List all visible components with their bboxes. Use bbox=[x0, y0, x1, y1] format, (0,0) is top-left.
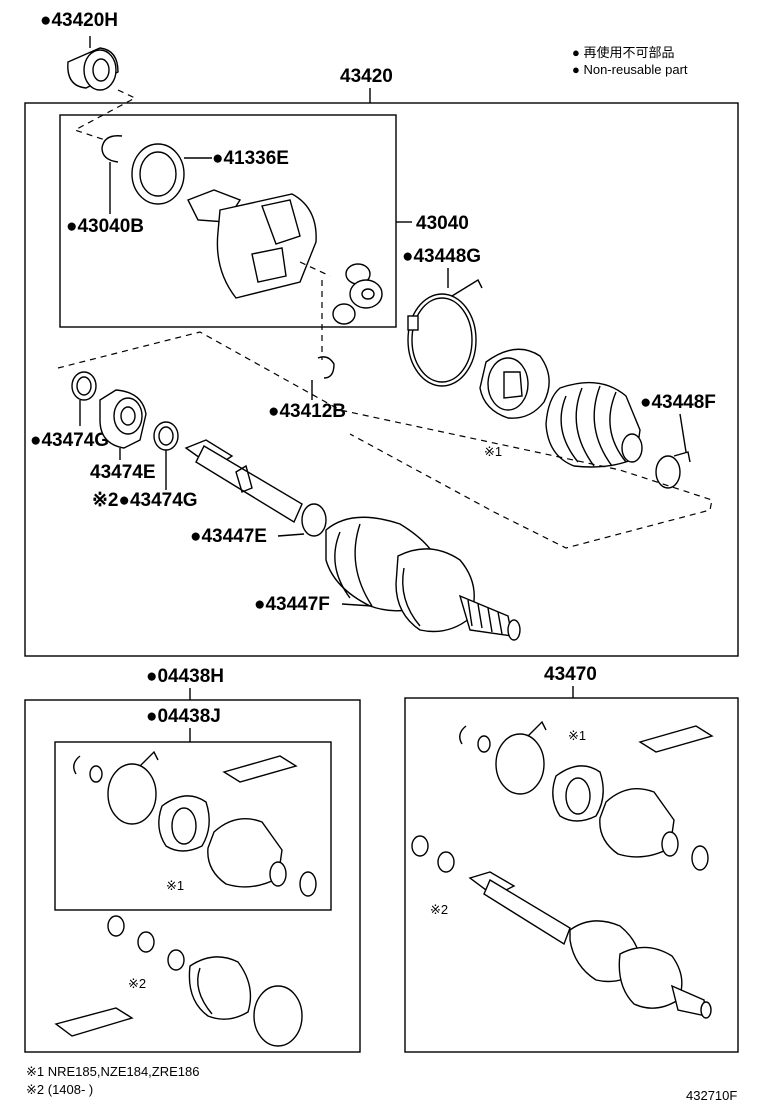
boot-clamp-43448G bbox=[407, 279, 483, 387]
mark2-left: ※2 bbox=[128, 976, 146, 991]
mark1-left: ※1 bbox=[166, 878, 184, 893]
label-43040[interactable]: 43040 bbox=[416, 213, 469, 234]
snap-ring-43412B bbox=[317, 356, 335, 379]
label-43470[interactable]: 43470 bbox=[544, 664, 597, 685]
label-43420[interactable]: 43420 bbox=[340, 66, 393, 87]
label-04438H[interactable]: ●04438H bbox=[146, 666, 224, 687]
snap-ring-43040B bbox=[101, 135, 123, 163]
label-04438J[interactable]: ●04438J bbox=[146, 706, 221, 727]
mark1-top: ※1 bbox=[484, 444, 502, 459]
bearing-43420H bbox=[67, 36, 119, 91]
footnote-1: ※1 NRE185,NZE184,ZRE186 bbox=[26, 1064, 199, 1079]
kit-box-04438H bbox=[24, 699, 361, 1053]
assembly-box-43470 bbox=[404, 697, 739, 1053]
legend-jp: ● 再使用不可部品 bbox=[572, 45, 674, 60]
drive-shaft-main bbox=[184, 439, 327, 537]
legend-en: ● Non-reusable part bbox=[572, 62, 688, 77]
assembly-43470-parts bbox=[411, 720, 714, 1019]
label-43412B[interactable]: ●43412B bbox=[268, 401, 346, 422]
inboard-joint-housing bbox=[187, 189, 317, 299]
kit-j-parts bbox=[73, 750, 317, 897]
label-43474G-b[interactable]: ※2●43474G bbox=[92, 490, 198, 511]
figure-code: 432710F bbox=[686, 1088, 737, 1103]
dash-tripod bbox=[299, 261, 331, 277]
ring-43474G-left bbox=[71, 371, 97, 401]
label-43040B[interactable]: ●43040B bbox=[66, 216, 144, 237]
label-43448G[interactable]: ●43448G bbox=[402, 246, 481, 267]
assembly-box-43040 bbox=[59, 114, 397, 328]
mark1-right: ※1 bbox=[568, 728, 586, 743]
label-43447E[interactable]: ●43447E bbox=[190, 526, 267, 547]
boot-clamp-43448F bbox=[655, 451, 691, 489]
kit-h-parts bbox=[54, 915, 303, 1047]
dash-envelope bbox=[57, 331, 713, 549]
kit-box-04438J bbox=[54, 741, 332, 911]
boot-inboard-right bbox=[479, 348, 550, 419]
label-43448F[interactable]: ●43448F bbox=[640, 392, 716, 413]
assembly-box-43420 bbox=[24, 102, 739, 657]
outboard-joint-main bbox=[325, 516, 521, 641]
label-43447F[interactable]: ●43447F bbox=[254, 594, 330, 615]
dash-43420H bbox=[73, 89, 137, 141]
boot-outboard-right bbox=[545, 381, 643, 468]
label-43474E[interactable]: 43474E bbox=[90, 462, 156, 483]
footnote-2: ※2 (1408- ) bbox=[26, 1082, 93, 1097]
label-41336E[interactable]: ●41336E bbox=[212, 148, 289, 169]
label-43420H[interactable]: ●43420H bbox=[40, 10, 118, 31]
damper-43474E bbox=[99, 389, 147, 449]
tripod-joint bbox=[332, 263, 383, 325]
seal-41336E bbox=[131, 143, 185, 205]
label-43474G-a[interactable]: ●43474G bbox=[30, 430, 109, 451]
ring-43474G-right bbox=[153, 421, 179, 451]
mark2-right: ※2 bbox=[430, 902, 448, 917]
